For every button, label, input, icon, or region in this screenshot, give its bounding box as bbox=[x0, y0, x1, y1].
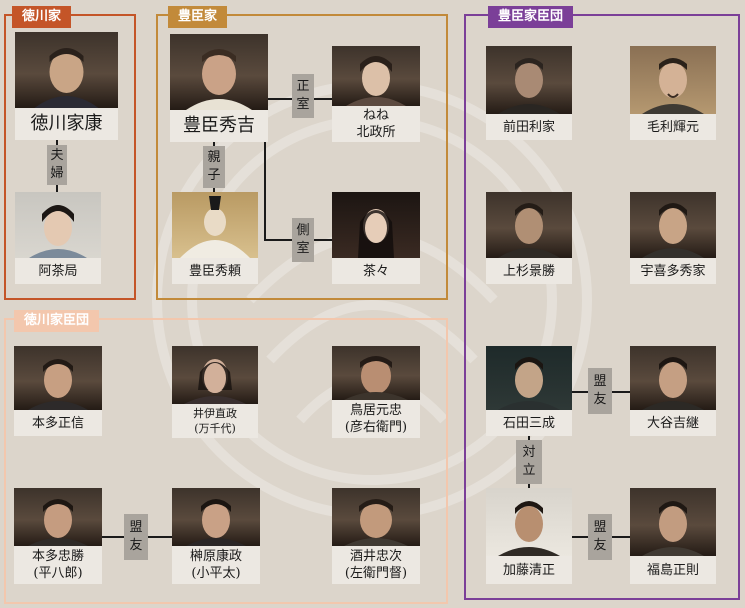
relation-label-sokushitsu: 側室 bbox=[292, 218, 314, 262]
person-name: 福島正則 bbox=[630, 556, 716, 584]
relation-label-meiyu: 盟友 bbox=[588, 368, 612, 414]
portrait-image bbox=[14, 346, 102, 410]
person-card-toyotomi-hideyoshi[interactable]: 豊臣秀吉 bbox=[170, 34, 268, 142]
person-card-ootani-yoshitsugu[interactable]: 大谷吉継 bbox=[630, 346, 716, 436]
person-name: 茶々 bbox=[332, 258, 420, 284]
portrait-image bbox=[630, 192, 716, 258]
portrait-image bbox=[630, 46, 716, 114]
portrait-image bbox=[630, 488, 716, 556]
person-name: 上杉景勝 bbox=[486, 258, 572, 284]
relation-label-meiyu: 盟友 bbox=[588, 514, 612, 560]
relation-label-fuufu: 夫婦 bbox=[47, 145, 67, 185]
person-name: 酒井忠次(左衛門督) bbox=[332, 546, 420, 584]
toyotomi-retainers-group: 豊臣家臣団 bbox=[464, 6, 740, 600]
person-name: 豊臣秀頼 bbox=[172, 258, 258, 284]
portrait-image bbox=[332, 46, 420, 106]
portrait-image bbox=[170, 34, 268, 110]
person-name: 鳥居元忠(彦右衛門) bbox=[332, 400, 420, 438]
person-name: 井伊直政(万千代) bbox=[172, 404, 258, 438]
portrait-image bbox=[486, 46, 572, 114]
person-name: 加藤清正 bbox=[486, 556, 572, 584]
relation-label-meiyu: 盟友 bbox=[124, 514, 148, 560]
person-card-katou-kiyomasa[interactable]: 加藤清正 bbox=[486, 488, 572, 584]
person-card-ii-naomasa[interactable]: 井伊直政(万千代) bbox=[172, 346, 258, 438]
person-card-honda-tadakatsu[interactable]: 本多忠勝(平八郎) bbox=[14, 488, 102, 584]
person-card-chacha[interactable]: 茶々 bbox=[332, 192, 420, 284]
portrait-image bbox=[172, 192, 258, 258]
person-name: 宇喜多秀家 bbox=[630, 258, 716, 284]
person-name: 前田利家 bbox=[486, 114, 572, 140]
person-card-ishida-mitsunari[interactable]: 石田三成 bbox=[486, 346, 572, 436]
portrait-image bbox=[486, 346, 572, 410]
person-card-tokugawa-ieyasu[interactable]: 徳川家康 bbox=[15, 32, 118, 140]
person-card-torii-mototada[interactable]: 鳥居元忠(彦右衛門) bbox=[332, 346, 420, 438]
person-card-mouri-terumoto[interactable]: 毛利輝元 bbox=[630, 46, 716, 140]
portrait-image bbox=[630, 346, 716, 410]
person-name: 徳川家康 bbox=[15, 108, 118, 140]
portrait-image bbox=[172, 488, 260, 546]
toyotomi-family-group: 豊臣家 bbox=[156, 6, 448, 300]
person-card-toyotomi-hideyori[interactable]: 豊臣秀頼 bbox=[172, 192, 258, 284]
group-title: 徳川家 bbox=[12, 6, 72, 28]
group-title: 徳川家臣団 bbox=[14, 310, 100, 332]
person-card-honda-masanobu[interactable]: 本多正信 bbox=[14, 346, 102, 436]
person-card-nene[interactable]: ねね北政所 bbox=[332, 46, 420, 142]
tokugawa-family-group: 徳川家 bbox=[4, 6, 136, 300]
portrait-image bbox=[486, 192, 572, 258]
person-name: 本多正信 bbox=[14, 410, 102, 436]
person-name: ねね北政所 bbox=[332, 106, 420, 142]
person-card-uesugi-kagekatsu[interactable]: 上杉景勝 bbox=[486, 192, 572, 284]
relation-label-oyako: 親子 bbox=[203, 146, 225, 188]
person-name: 毛利輝元 bbox=[630, 114, 716, 140]
person-name: 大谷吉継 bbox=[630, 410, 716, 436]
person-card-sakai-tadatsugu[interactable]: 酒井忠次(左衛門督) bbox=[332, 488, 420, 584]
person-card-fukushima-masanori[interactable]: 福島正則 bbox=[630, 488, 716, 584]
portrait-image bbox=[332, 192, 420, 258]
group-title: 豊臣家臣団 bbox=[488, 6, 574, 28]
person-name: 石田三成 bbox=[486, 410, 572, 436]
portrait-image bbox=[332, 488, 420, 546]
person-name: 榊原康政(小平太) bbox=[172, 546, 260, 584]
portrait-image bbox=[14, 488, 102, 546]
group-title: 豊臣家 bbox=[168, 6, 228, 28]
portrait-image bbox=[486, 488, 572, 556]
relation-label-seishitsu: 正室 bbox=[292, 74, 314, 118]
person-card-ukita-hideie[interactable]: 宇喜多秀家 bbox=[630, 192, 716, 284]
portrait-image bbox=[332, 346, 420, 400]
connector-line bbox=[264, 142, 266, 240]
person-name: 本多忠勝(平八郎) bbox=[14, 546, 102, 584]
person-card-acha-no-tsubone[interactable]: 阿茶局 bbox=[15, 192, 101, 284]
portrait-image bbox=[15, 192, 101, 258]
portrait-image bbox=[172, 346, 258, 404]
person-name: 阿茶局 bbox=[15, 258, 101, 284]
relation-label-tairitsu: 対立 bbox=[516, 440, 542, 484]
tokugawa-retainers-group: 徳川家臣団 bbox=[4, 310, 448, 604]
person-name: 豊臣秀吉 bbox=[170, 110, 268, 142]
person-card-maeda-toshiie[interactable]: 前田利家 bbox=[486, 46, 572, 140]
person-card-sakakibara-yasumasa[interactable]: 榊原康政(小平太) bbox=[172, 488, 260, 584]
portrait-image bbox=[15, 32, 118, 108]
